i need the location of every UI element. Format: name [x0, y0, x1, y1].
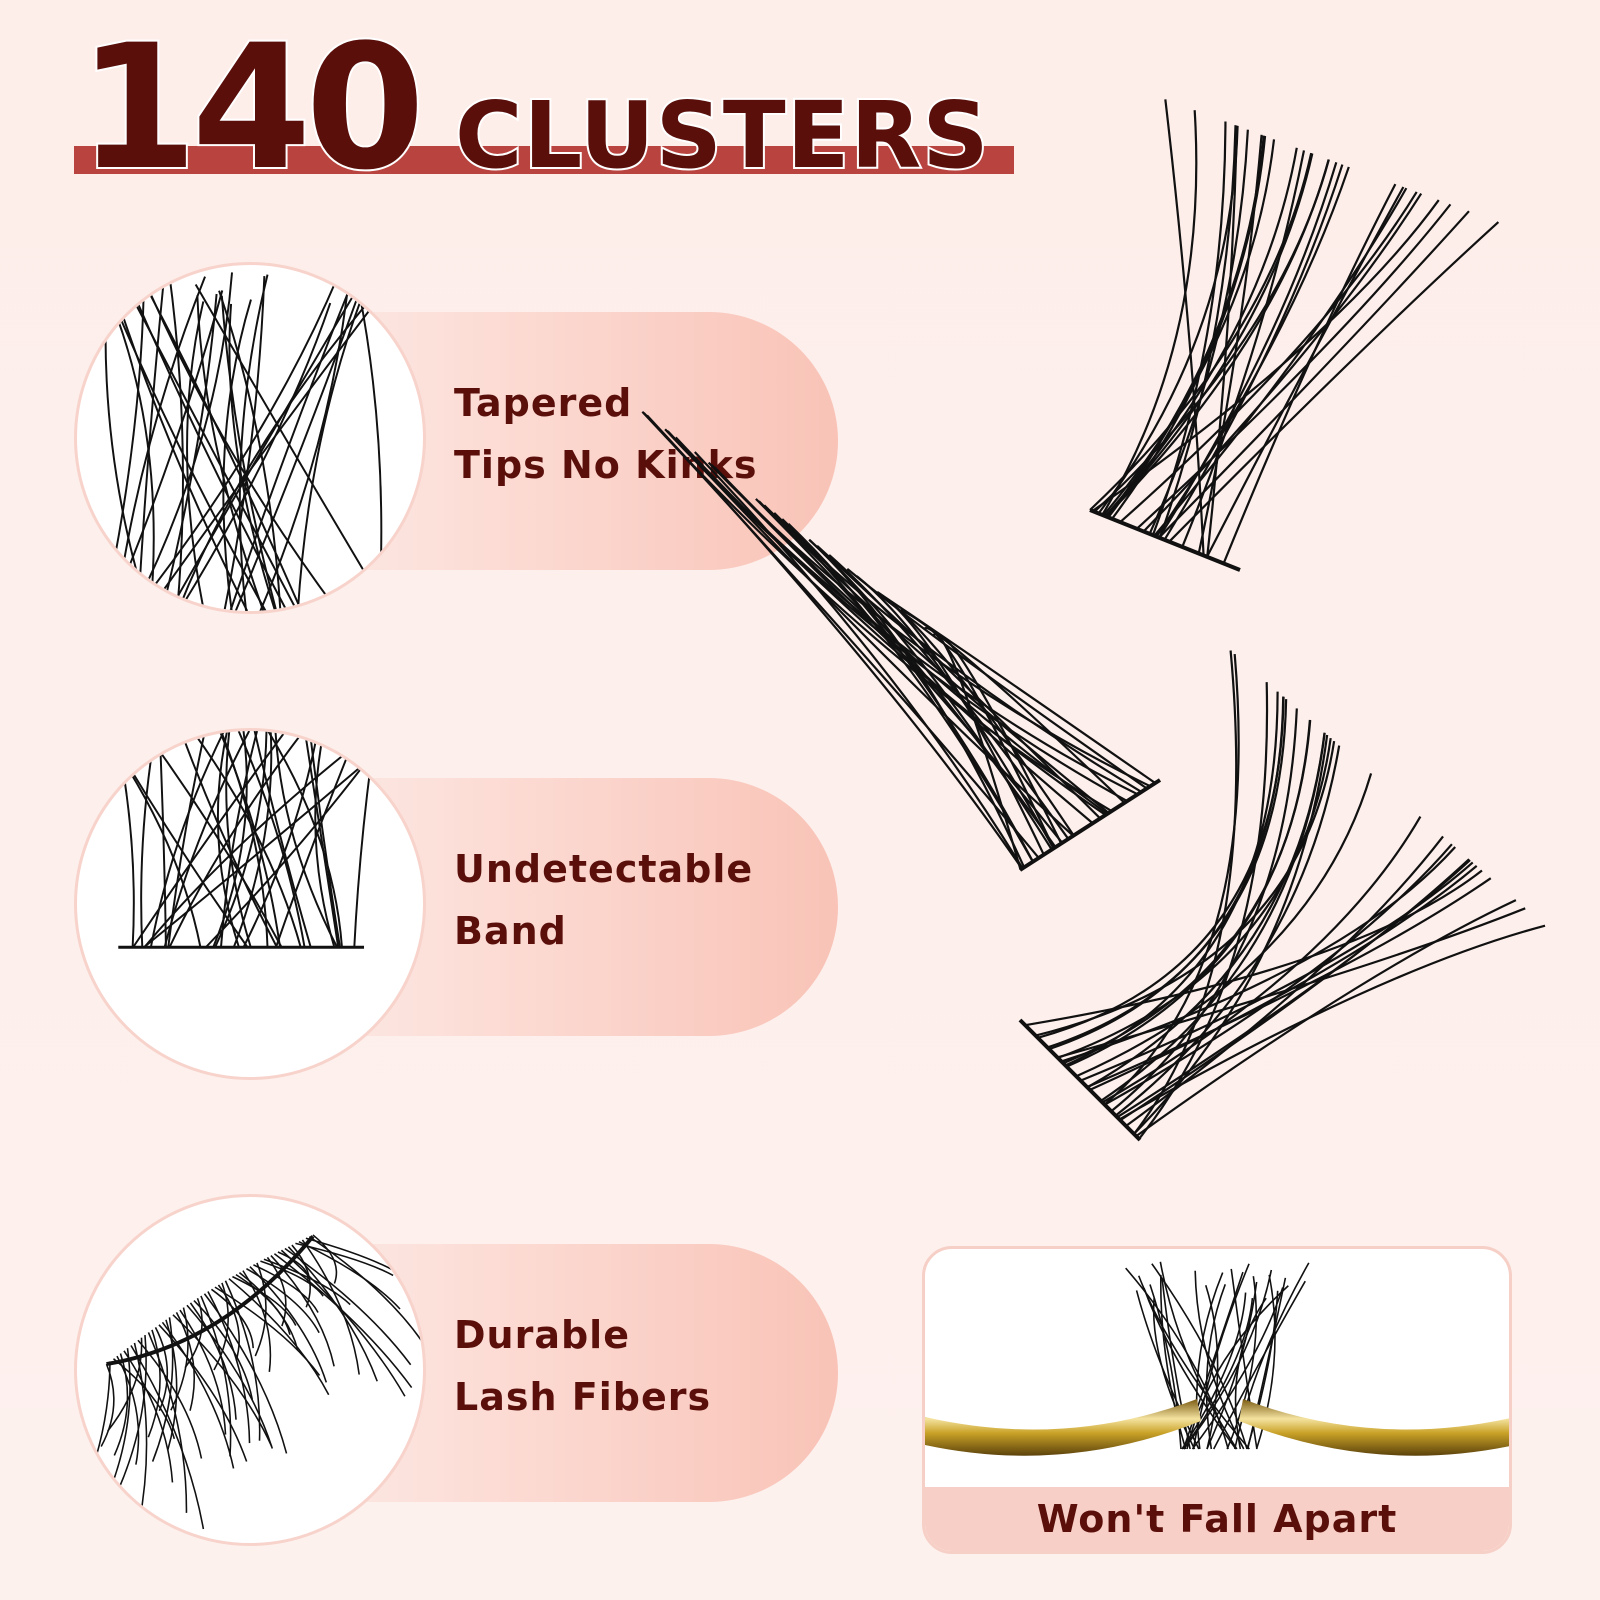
cluster-count: 140 — [76, 7, 427, 208]
title-word: CLUSTERS — [453, 82, 991, 189]
feature-label-line2: Lash Fibers — [454, 1375, 712, 1419]
feature-label: Tapered Tips No Kinks — [454, 372, 758, 496]
lash-band-image — [102, 731, 404, 949]
feature-label-line1: Undetectable — [454, 847, 754, 891]
feature-undetectable-band: Undetectable Band — [74, 728, 838, 1088]
tweezers-card: Won't Fall Apart — [922, 1246, 1512, 1554]
title-underline-bar — [74, 146, 1014, 174]
lash-cluster-middle-icon — [641, 411, 1162, 872]
lash-strip-image — [77, 1234, 423, 1530]
lash-strip-closeup-icon — [74, 1194, 426, 1546]
tweezers-caption: Won't Fall Apart — [1036, 1497, 1398, 1541]
caption-band — [925, 1487, 1509, 1551]
tapered-tips-image — [103, 265, 398, 611]
feature-label-line1: Tapered — [454, 381, 633, 425]
tweezers-holding-cluster-icon — [925, 1261, 1509, 1456]
feature-label: Undetectable Band — [454, 838, 753, 962]
feature-label-line1: Durable — [454, 1313, 630, 1357]
feature-label-line2: Band — [454, 909, 567, 953]
feature-label: Durable Lash Fibers — [454, 1304, 711, 1428]
feature-tapered-tips: Tapered Tips No Kinks — [74, 262, 838, 622]
tapered-tips-closeup-icon — [74, 262, 426, 614]
feature-durable-fibers: Durable Lash Fibers — [74, 1194, 838, 1554]
lash-cluster-top-icon — [1089, 99, 1500, 572]
lash-cluster-bottom-icon — [1018, 650, 1546, 1142]
lash-band-closeup-icon — [74, 728, 426, 1080]
